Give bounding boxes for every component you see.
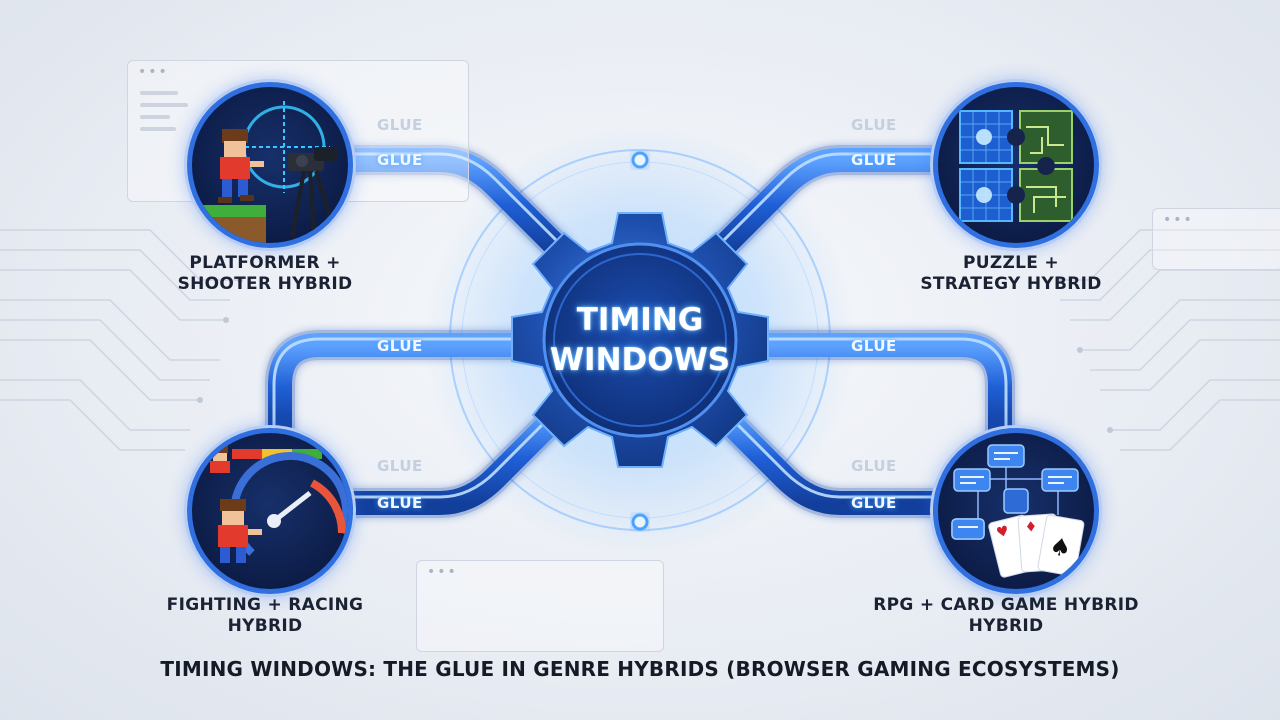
label-line: HYBRID <box>227 616 303 636</box>
window-dots-icon: ••• <box>427 564 458 580</box>
glue-label: GLUE <box>851 337 897 355</box>
label-line: RPG + CARD GAME HYBRID <box>873 595 1139 615</box>
label-rpg-card: RPG + CARD GAME HYBRID HYBRID <box>856 595 1156 637</box>
label-line: STRATEGY HYBRID <box>920 274 1102 294</box>
window-dots-icon: ••• <box>138 64 169 80</box>
glue-label: GLUE <box>377 151 423 169</box>
node-platformer-shooter <box>187 82 353 248</box>
svg-text:♦: ♦ <box>1024 519 1038 536</box>
label-line: PUZZLE + <box>963 253 1059 273</box>
glue-label: GLUE <box>851 494 897 512</box>
puzzle-grid-icon <box>959 110 1073 222</box>
circuit-traces <box>0 229 1280 451</box>
svg-text:♠: ♠ <box>1047 532 1073 563</box>
hub-title-line2: WINDOWS <box>549 342 731 378</box>
label-platformer-shooter: PLATFORMER + SHOOTER HYBRID <box>150 253 380 295</box>
speedometer-fighter-icon <box>210 445 348 563</box>
svg-text:♥: ♥ <box>995 523 1011 542</box>
node-fighting-racing <box>187 428 353 594</box>
label-line: PLATFORMER + <box>189 253 341 273</box>
node-rpg-card: ♥ ♦ ♠ <box>933 428 1099 594</box>
pixel-runner-camera-icon <box>196 101 338 243</box>
label-line: SHOOTER HYBRID <box>177 274 353 294</box>
glue-label: GLUE <box>851 116 897 134</box>
glue-label: GLUE <box>377 337 423 355</box>
glue-label: GLUE <box>851 151 897 169</box>
node-puzzle-strategy <box>933 82 1099 248</box>
glue-label: GLUE <box>377 457 423 475</box>
browser-window-right: ••• <box>1152 208 1280 270</box>
glue-label: GLUE <box>851 457 897 475</box>
label-fighting-racing: FIGHTING + RACING HYBRID <box>140 595 390 637</box>
label-puzzle-strategy: PUZZLE + STRATEGY HYBRID <box>896 253 1126 295</box>
glue-label: GLUE <box>377 116 423 134</box>
window-dots-icon: ••• <box>1163 212 1194 228</box>
hub-title-line1: TIMING <box>576 302 704 338</box>
label-line: HYBRID <box>968 616 1044 636</box>
glue-tubes <box>265 145 1015 518</box>
label-line: FIGHTING + RACING <box>166 595 364 615</box>
caption: TIMING WINDOWS: THE GLUE IN GENRE HYBRID… <box>160 657 1120 681</box>
hub-title: TIMING WINDOWS <box>520 300 760 380</box>
glue-label: GLUE <box>377 494 423 512</box>
cards-dialogue-icon: ♥ ♦ ♠ <box>951 444 1085 578</box>
gear-icon <box>511 212 769 468</box>
browser-window-bottom: ••• <box>416 560 664 652</box>
